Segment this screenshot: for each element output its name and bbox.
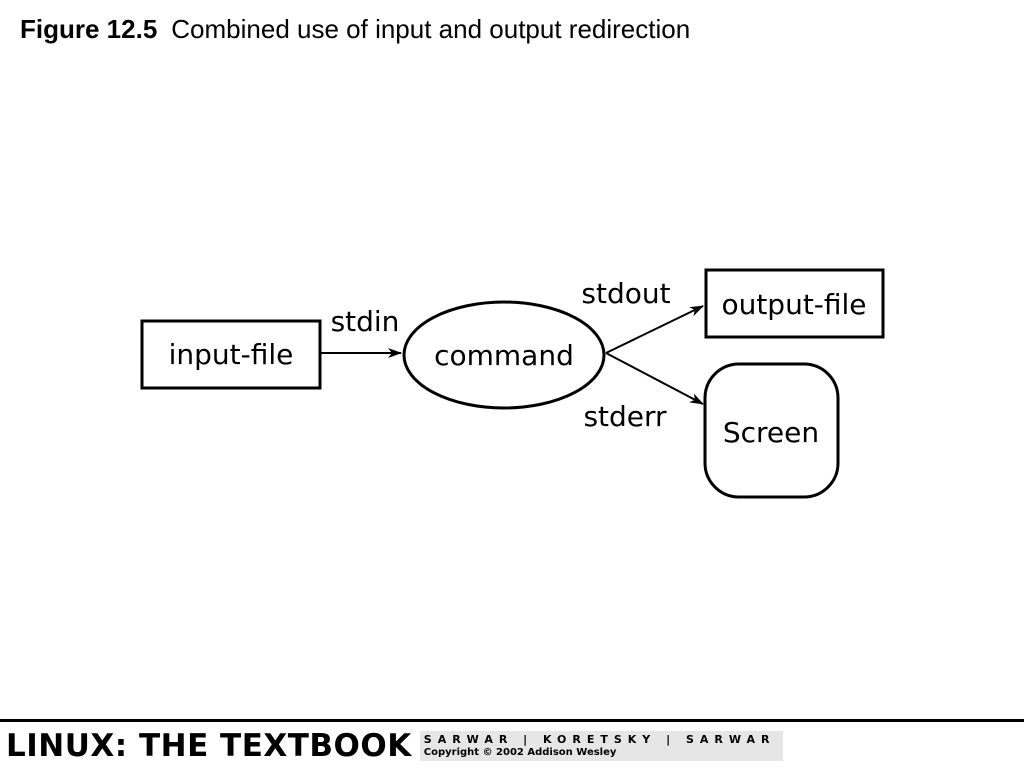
book-title: LINUX: THE TEXTBOOK — [6, 728, 412, 764]
stdout-label: stdout — [581, 277, 670, 310]
stderr-edge: stderr — [583, 352, 704, 433]
screen-label: Screen — [723, 416, 819, 449]
footer-divider — [0, 719, 1024, 722]
redirection-diagram: input-file stdin command stdout stderr o… — [140, 268, 885, 499]
footer: LINUX: THE TEXTBOOK SARWAR | KORETSKY | … — [6, 728, 784, 764]
figure-number: Figure 12.5 — [20, 14, 158, 44]
stdout-edge: stdout — [581, 277, 704, 354]
stdin-edge: stdin — [321, 305, 402, 358]
stdin-label: stdin — [331, 305, 400, 338]
command-node: command — [402, 300, 606, 410]
copyright: Copyright © 2002 Addison Wesley — [423, 746, 617, 758]
command-label: command — [434, 339, 574, 372]
output-file-label: output-file — [721, 288, 866, 321]
input-file-label: input-file — [169, 338, 294, 371]
output-file-node: output-file — [704, 268, 885, 339]
figure-caption: Combined use of input and output redirec… — [171, 14, 691, 44]
authors: SARWAR | KORETSKY | SARWAR — [423, 733, 776, 747]
screen-node: Screen — [703, 362, 840, 499]
footer-credits: SARWAR | KORETSKY | SARWAR Copyright © 2… — [419, 731, 784, 761]
figure-title: Figure 12.5 Combined use of input and out… — [20, 14, 690, 45]
stderr-label: stderr — [583, 400, 667, 433]
input-file-node: input-file — [140, 319, 322, 390]
